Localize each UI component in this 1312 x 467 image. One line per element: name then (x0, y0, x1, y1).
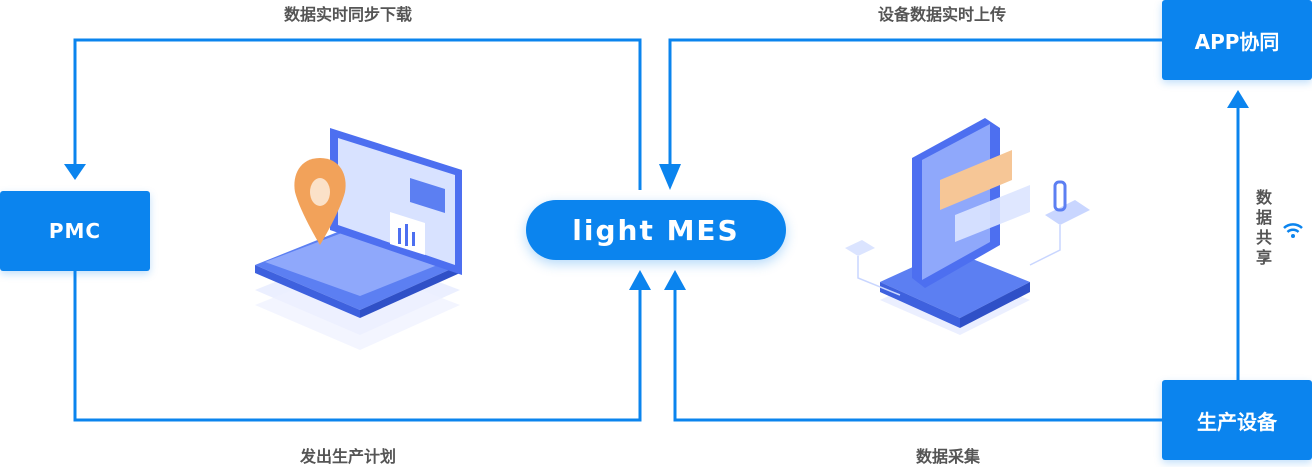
plan-label: 发出生产计划 (300, 447, 397, 466)
upload-label: 设备数据实时上传 (878, 5, 1007, 24)
collect-line (673, 285, 1162, 422)
share-label: 数据共享 (1255, 188, 1272, 267)
mes-node: light MES (526, 200, 786, 260)
laptop-map-pin-icon (255, 128, 462, 350)
phone-chat-icon (845, 118, 1090, 335)
wifi-icon (1283, 223, 1303, 238)
upload-line (668, 38, 1162, 178)
production-equipment-node: 生产设备 (1162, 380, 1312, 460)
collect-label: 数据采集 (916, 447, 981, 466)
app-node: APP协同 (1162, 0, 1312, 80)
pmc-node: PMC (0, 191, 150, 271)
download-label: 数据实时同步下载 (284, 5, 413, 24)
download-line (73, 38, 642, 190)
plan-line (73, 271, 642, 422)
